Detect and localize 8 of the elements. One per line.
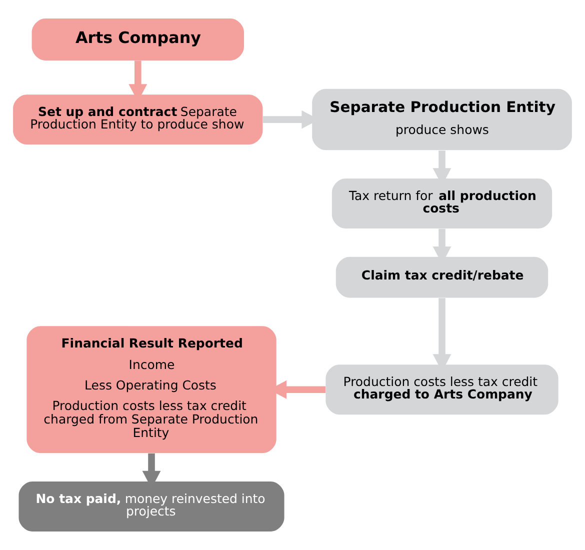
node-box: Production costs less tax credit charged to Arts Company <box>326 364 558 415</box>
node-box: Claim tax credit/rebate <box>336 256 548 298</box>
node-box: Tax return for all production costs <box>332 178 552 228</box>
node-box: Separate Production Entity produce shows <box>312 88 572 150</box>
node-box: Arts Company <box>32 18 244 61</box>
node-box: Financial Result Reported Income Less Operating Costs Production costs less tax credit charged from Separate Production Entity <box>26 326 276 454</box>
node-box: No tax paid, money reinvested into projects <box>18 482 284 532</box>
node-box: Set up and contract Separate Production Entity to produce show <box>13 94 263 144</box>
